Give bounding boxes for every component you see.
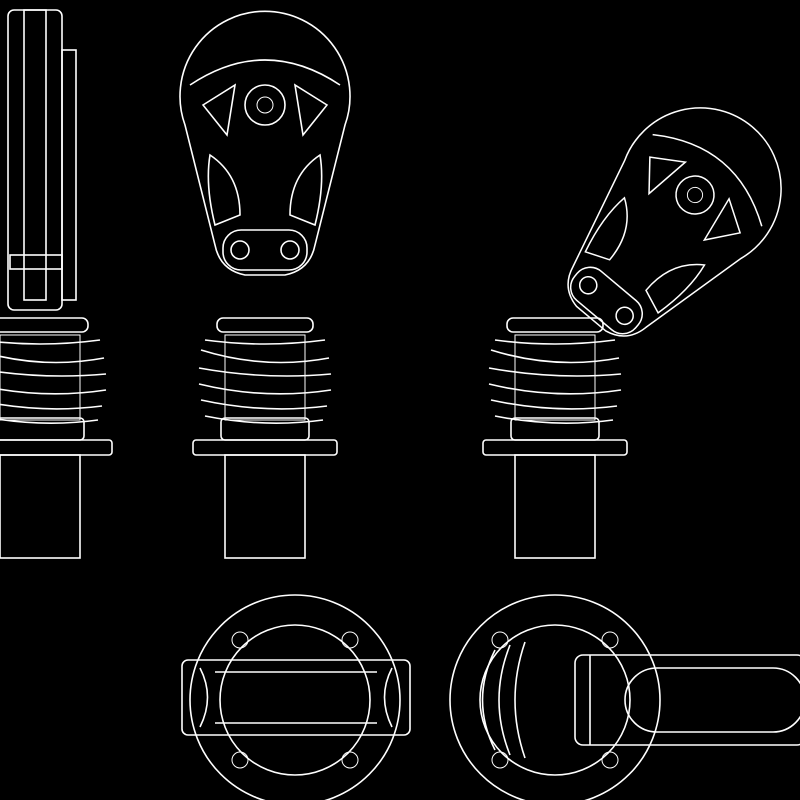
front-view (179, 10, 351, 559)
side-view (0, 9, 113, 559)
tilted-view (482, 74, 800, 559)
bottom-view-sheave (181, 594, 411, 800)
bottom-view-arm (449, 594, 800, 800)
